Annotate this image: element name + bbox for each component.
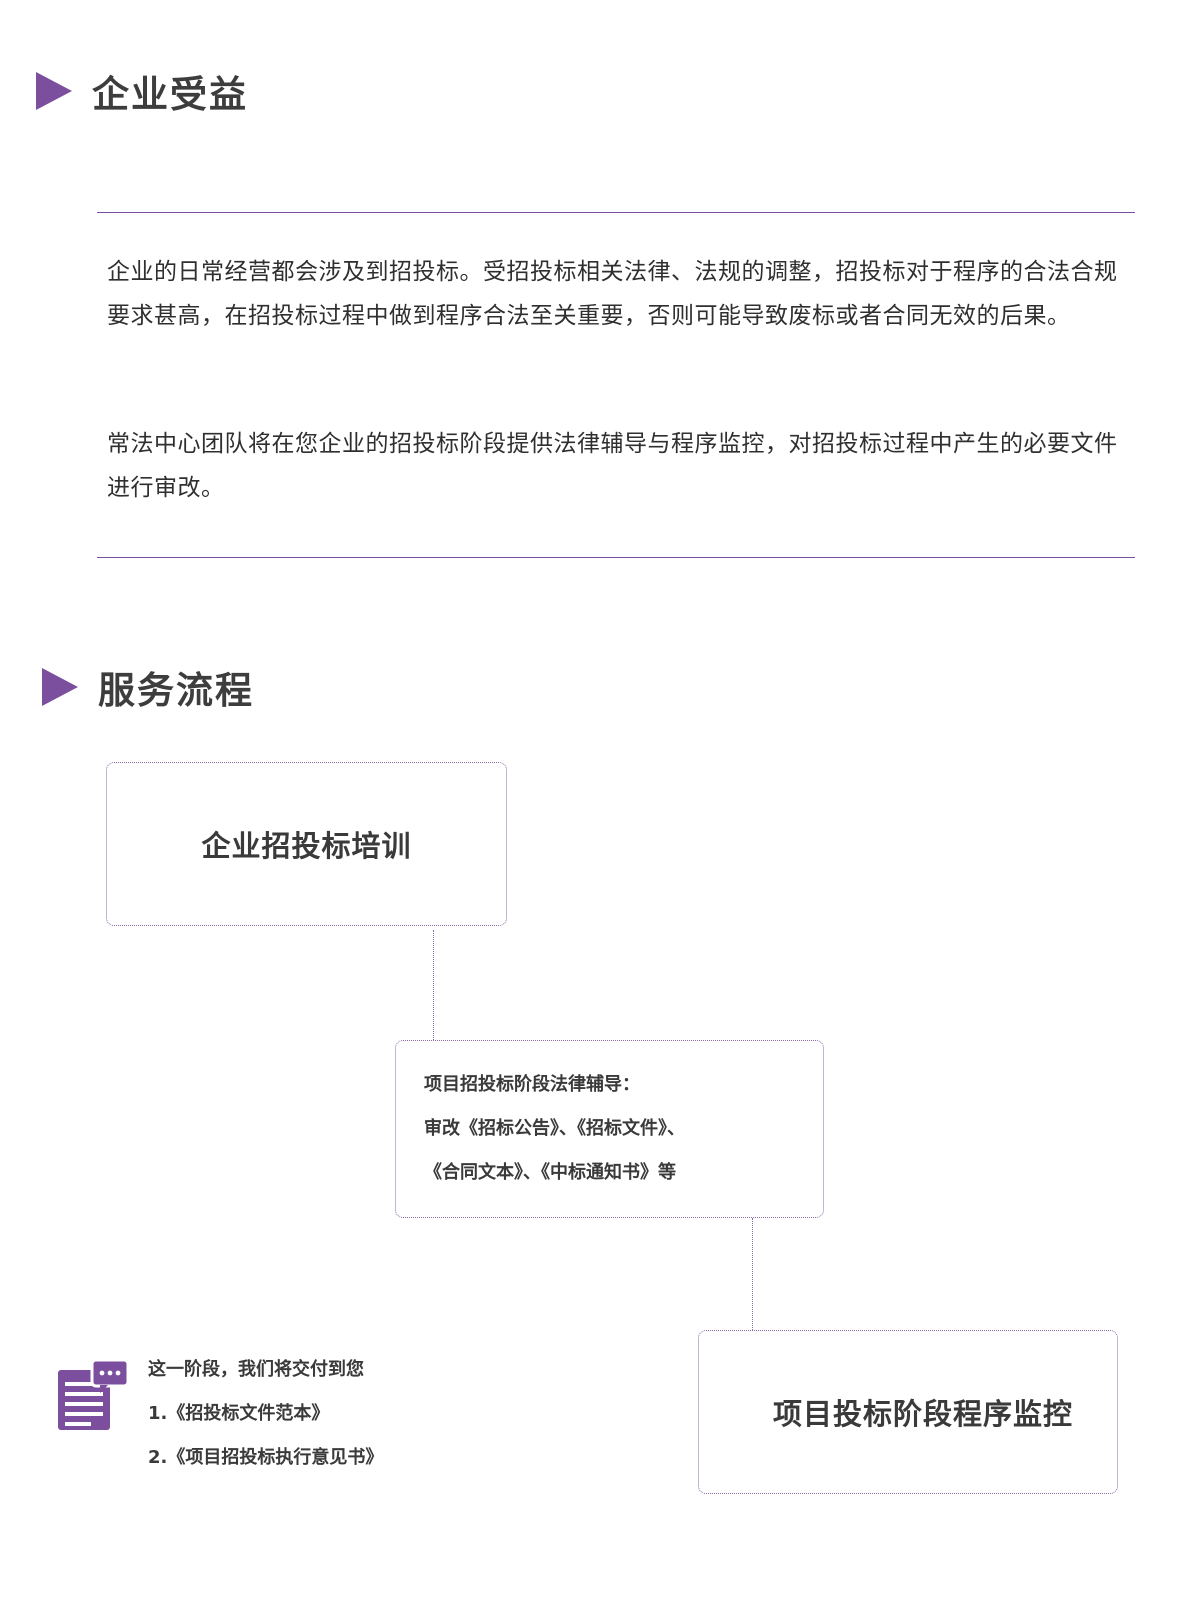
connector-line <box>433 930 434 1040</box>
step-line: 《合同文本》、《中标通知书》等 <box>424 1162 676 1183</box>
document-chat-icon <box>58 1358 130 1430</box>
step-line: 审改《招标公告》、《招标文件》、 <box>424 1118 685 1139</box>
triangle-bullet-icon <box>42 668 78 706</box>
deliverables-list: 这一阶段，我们将交付到您 1.《招投标文件范本》 2.《项目招投标执行意见书》 <box>148 1348 383 1480</box>
connector-line <box>752 1218 753 1330</box>
bottom-divider <box>97 557 1135 558</box>
step-lines-legal-guidance: 项目招投标阶段法律辅导： 审改《招标公告》、《招标文件》、 《合同文本》、《中标… <box>396 1063 685 1195</box>
triangle-bullet-icon <box>36 72 72 110</box>
step-title-monitoring: 项目投标阶段程序监控 <box>772 1397 1073 1431</box>
top-divider <box>97 212 1135 213</box>
deliverable-item: 2.《项目招投标执行意见书》 <box>148 1447 384 1468</box>
process-title: 服务流程 <box>98 669 254 712</box>
benefits-heading: 企业受益 <box>36 64 248 118</box>
deliverables-intro: 这一阶段，我们将交付到您 <box>148 1359 364 1380</box>
step-box-legal-guidance: 项目招投标阶段法律辅导： 审改《招标公告》、《招标文件》、 《合同文本》、《中标… <box>395 1040 824 1218</box>
benefits-title: 企业受益 <box>92 73 248 116</box>
step-line: 项目招投标阶段法律辅导： <box>424 1074 640 1095</box>
benefits-paragraph-2: 常法中心团队将在您企业的招投标阶段提供法律辅导与程序监控，对招投标过程中产生的必… <box>107 431 1118 501</box>
step-box-training: 企业招投标培训 <box>106 762 507 926</box>
step-title-training: 企业招投标培训 <box>201 829 412 863</box>
benefits-paragraph-1: 企业的日常经营都会涉及到招投标。受招投标相关法律、法规的调整，招投标对于程序的合… <box>107 259 1118 329</box>
process-heading: 服务流程 <box>42 660 254 714</box>
deliverable-item: 1.《招投标文件范本》 <box>148 1403 330 1424</box>
step-box-monitoring: 项目投标阶段程序监控 <box>698 1330 1118 1494</box>
